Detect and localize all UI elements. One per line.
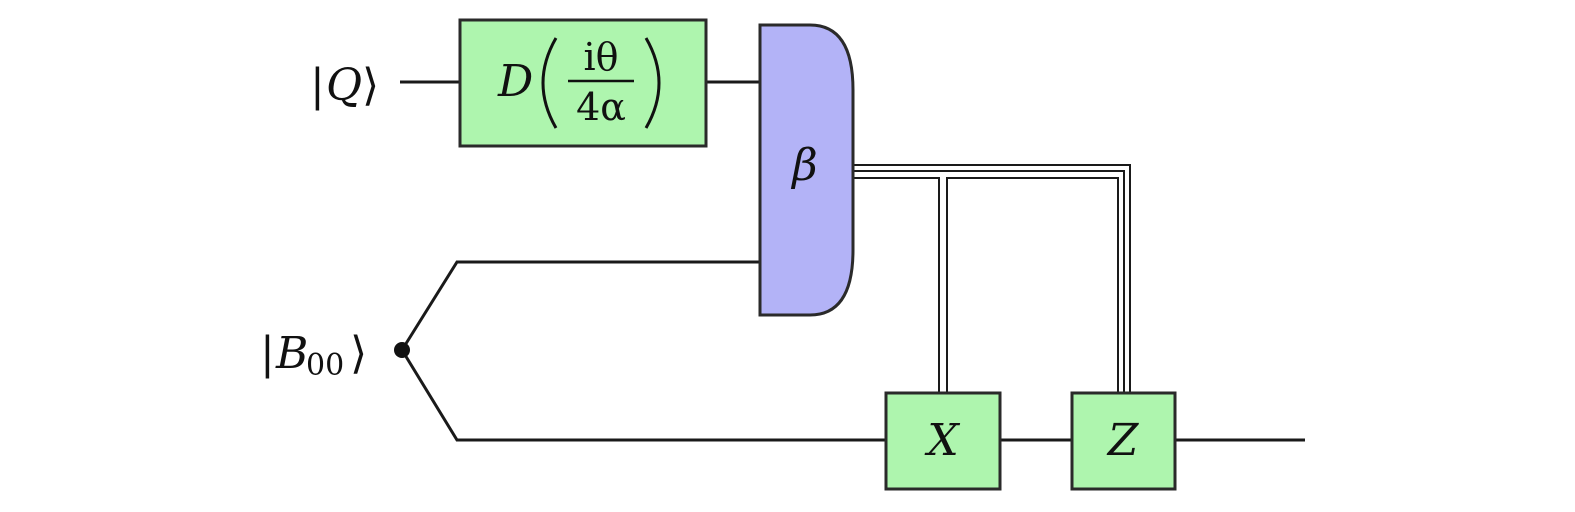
displacement-gate-box <box>458 18 708 148</box>
z-gate: Z <box>1070 391 1177 491</box>
left-paren <box>541 37 558 129</box>
fraction-denominator: 4α <box>576 85 626 129</box>
right-paren <box>644 37 661 129</box>
wire-bell-upper <box>400 260 762 351</box>
input-label-q: | Q ⟩ <box>310 60 379 111</box>
fraction-numerator: iθ <box>583 35 618 79</box>
bell-pair-source-dot <box>394 342 410 358</box>
input-label-b00: | B 00 ⟩ <box>260 328 367 383</box>
classical-wire-to-z <box>853 164 1131 395</box>
z-gate-label: Z <box>1106 415 1140 466</box>
classical-wire-to-x <box>853 177 1119 395</box>
ket-close: ⟩ <box>362 60 379 111</box>
ket-subscript: 00 <box>306 348 344 383</box>
x-gate-label: X <box>924 415 960 466</box>
ket-close: ⟩ <box>350 328 367 379</box>
ket-open: | <box>260 328 275 379</box>
displacement-operator: D <box>497 56 533 107</box>
x-gate: X <box>884 391 1002 491</box>
z-gate-box <box>1070 391 1177 491</box>
ket-open: | <box>310 60 325 111</box>
bell-measurement: β <box>758 23 855 317</box>
x-gate-box <box>884 391 1002 491</box>
measurement-label: β <box>790 140 817 191</box>
ket-symbol: Q <box>326 60 362 111</box>
ket-symbol: B <box>275 328 308 379</box>
displacement-gate: D iθ 4α <box>458 18 708 148</box>
measurement-shape <box>758 23 855 317</box>
wire-bell-lower <box>400 349 886 442</box>
